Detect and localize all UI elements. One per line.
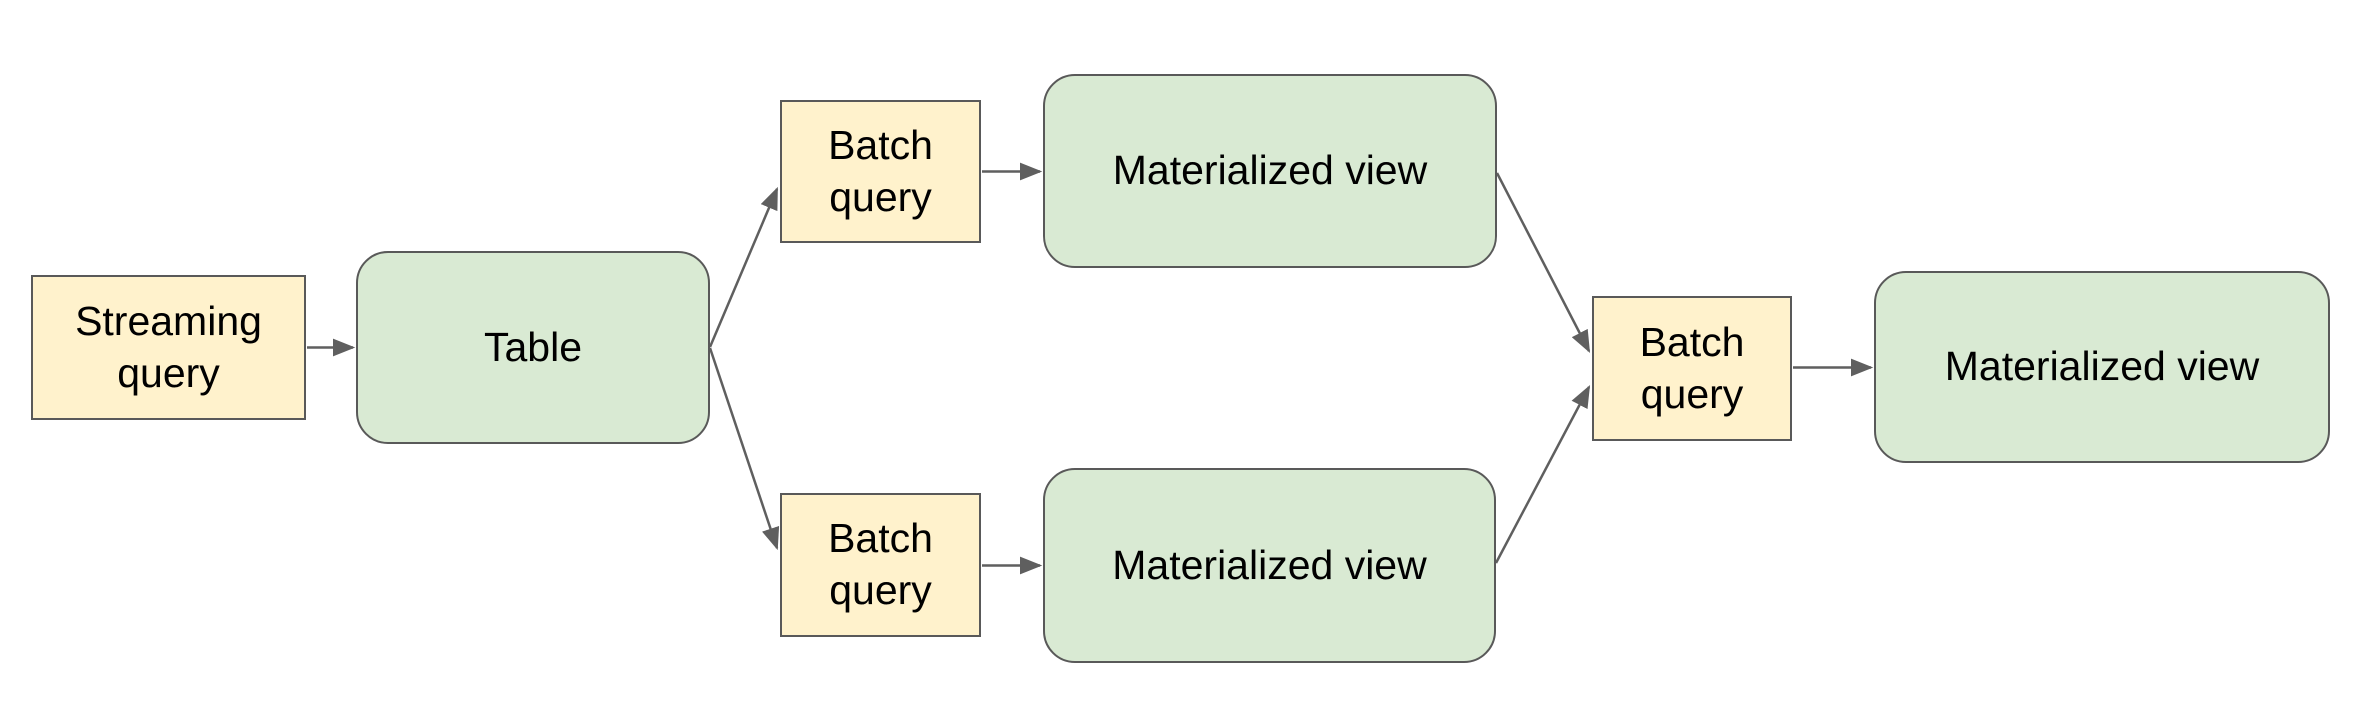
node-batch-query-final: Batch query xyxy=(1592,296,1792,441)
edge-table-to-batch-query-top xyxy=(708,186,779,348)
node-batch-query-top: Batch query xyxy=(780,100,981,243)
node-materialized-view-top: Materialized view xyxy=(1043,74,1497,268)
edge-materialized-view-top-to-batch-query-final xyxy=(1495,172,1591,353)
node-label: Materialized view xyxy=(1112,147,1428,194)
edge-table-to-batch-query-bottom xyxy=(708,347,780,551)
node-materialized-view-bottom: Materialized view xyxy=(1043,468,1496,663)
edge-materialized-view-bottom-to-batch-query-final xyxy=(1494,385,1591,564)
node-table: Table xyxy=(356,251,710,444)
node-label: Streaming query xyxy=(75,297,262,396)
node-label: Batch query xyxy=(828,121,933,220)
node-label: Materialized view xyxy=(1112,541,1427,588)
node-label: Batch query xyxy=(1639,318,1745,417)
node-batch-query-bottom: Batch query xyxy=(780,493,981,637)
node-label: Materialized view xyxy=(1944,343,2260,390)
node-label: Batch query xyxy=(828,515,933,613)
node-label: Table xyxy=(483,323,582,370)
node-streaming-query: Streaming query xyxy=(31,275,306,420)
node-materialized-view-final: Materialized view xyxy=(1874,271,2330,463)
